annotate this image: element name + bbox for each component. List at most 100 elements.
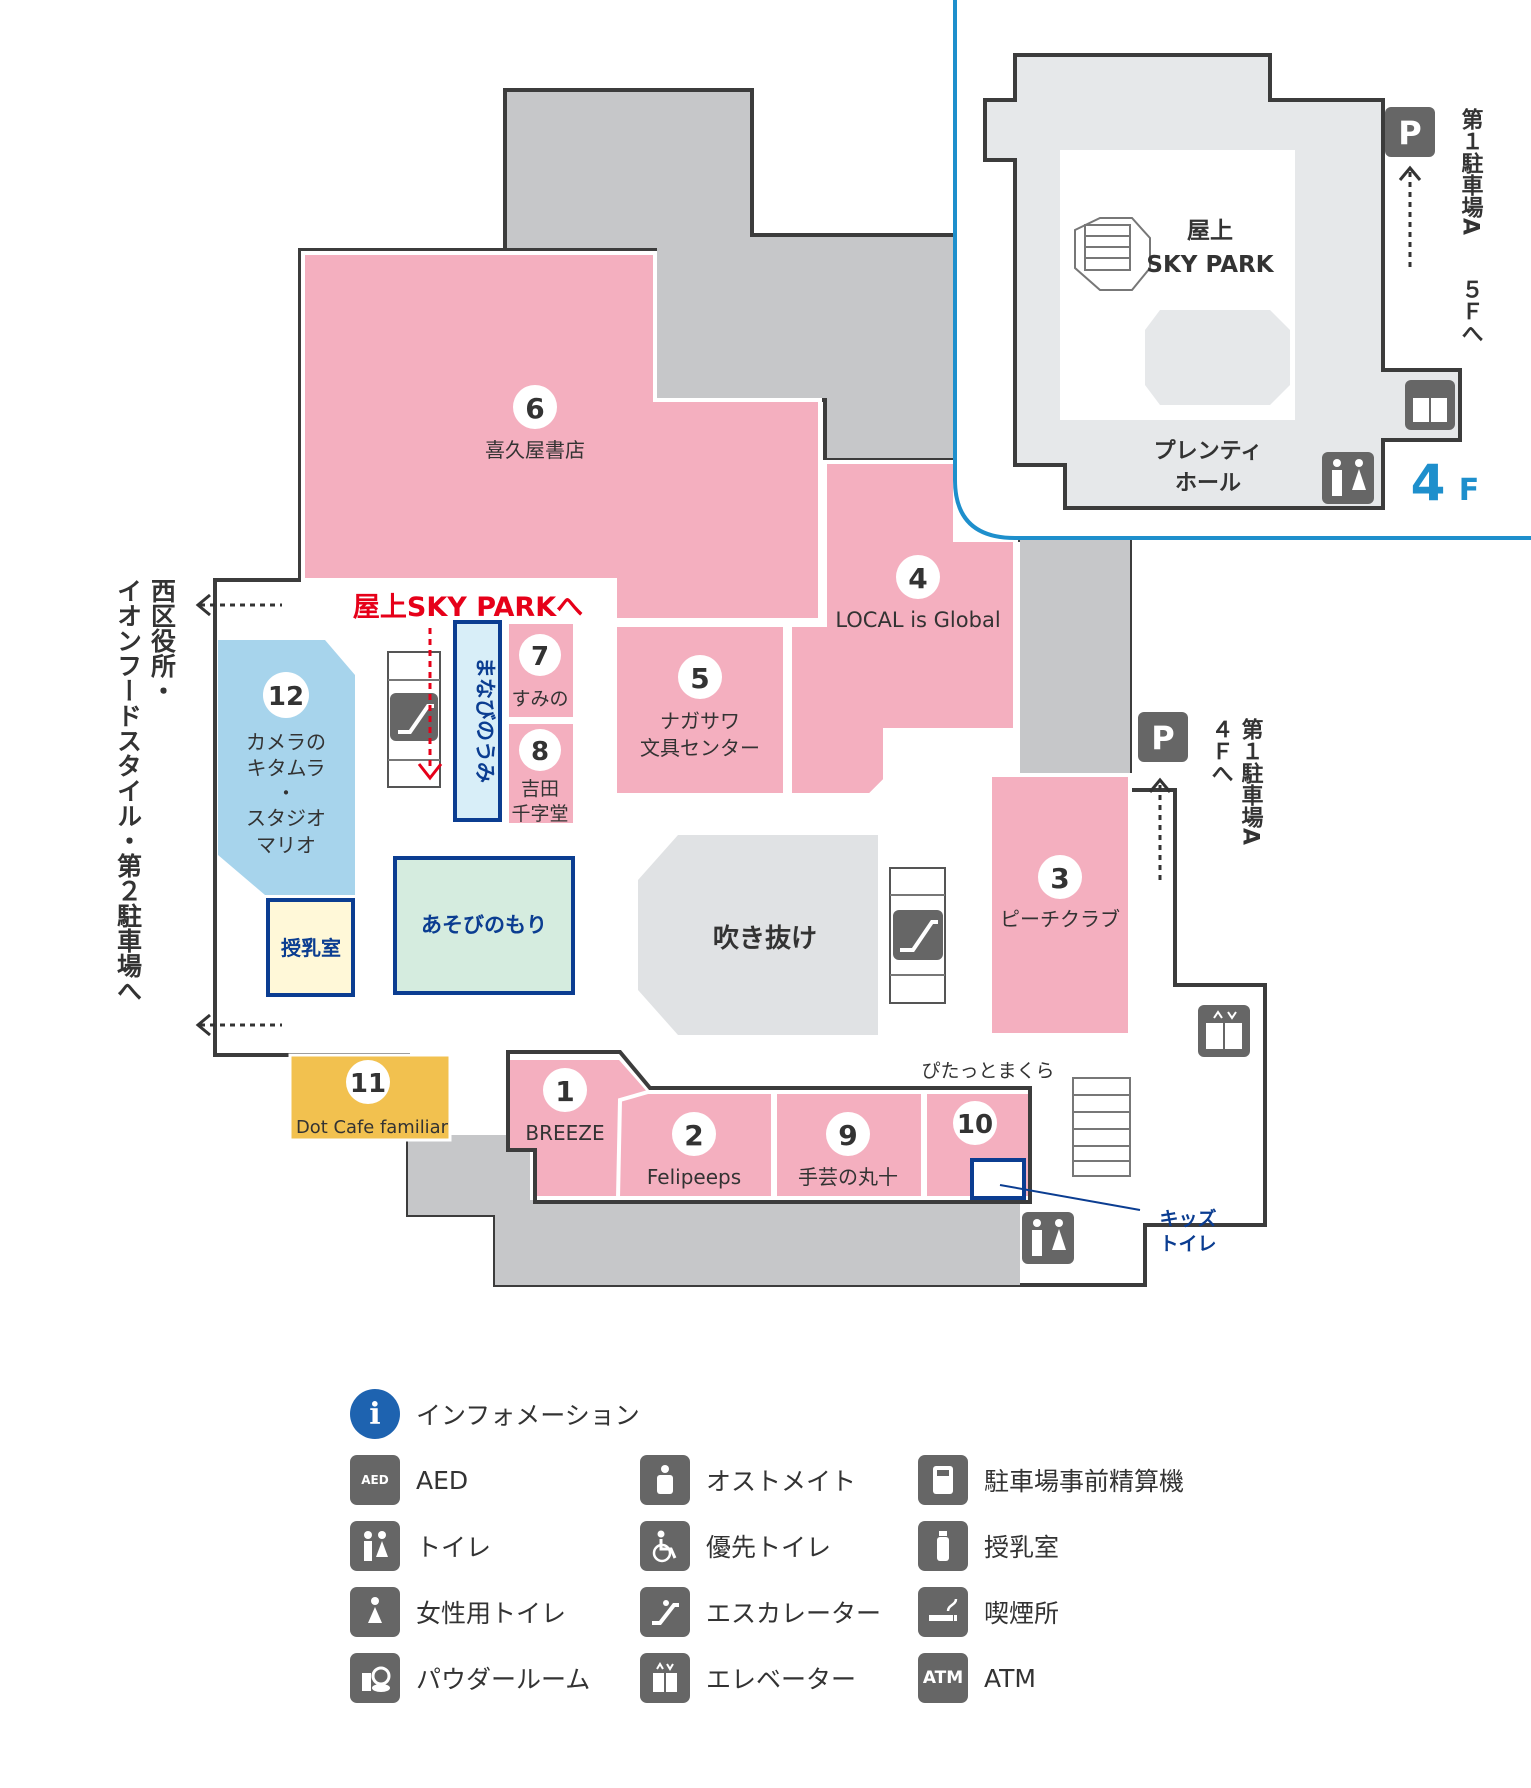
escalator-icon: [640, 1587, 690, 1637]
smoking-area-icon: [918, 1587, 968, 1637]
shop-1-label: 1 BREEZE: [525, 1068, 605, 1145]
svg-text:・: ・: [276, 781, 296, 805]
svg-text:カメラの: カメラの: [246, 730, 326, 754]
floor-suffix: F: [1459, 473, 1480, 508]
legend-item-parking-payment: 駐車場事前精算機: [918, 1454, 1184, 1506]
svg-text:BREEZE: BREEZE: [525, 1121, 604, 1145]
nursing-room-area: [266, 898, 355, 997]
svg-text:すみの: すみの: [511, 688, 568, 710]
atrium-label: 吹き抜け: [713, 924, 817, 954]
svg-text:6: 6: [525, 392, 544, 425]
svg-text:P: P: [1151, 719, 1174, 757]
legend-item-nursing-room: 授乳室: [918, 1520, 1059, 1572]
inset-parking-arrow-head: [1398, 165, 1422, 181]
inset-hall-line2: ホール: [1175, 471, 1241, 496]
legend-item-elevator: エレベーター: [640, 1652, 856, 1704]
powder-room-icon: [350, 1653, 400, 1703]
shop-3-label: 3 ピーチクラブ: [1000, 855, 1120, 931]
legend-item-toilet: トイレ: [350, 1520, 491, 1572]
legend-item-accessible-toilet: 優先トイレ: [640, 1520, 831, 1572]
svg-text:ピーチクラブ: ピーチクラブ: [1000, 907, 1120, 931]
svg-text:2: 2: [684, 1119, 703, 1152]
legend-item-information: i インフォメーション: [350, 1388, 640, 1440]
kids-toilet-area: [970, 1158, 1026, 1200]
parking-4f-direction-a: 第１駐車場A: [1238, 717, 1264, 845]
west-direction-line1: 西区役所・: [148, 578, 177, 703]
shop-1-2-9-10-outline: [506, 1050, 1032, 1204]
svg-text:P: P: [1398, 114, 1421, 152]
toilet-icon: [1022, 1212, 1074, 1264]
legend-item-escalator: エスカレーター: [640, 1586, 881, 1638]
inset-roof-title: 屋上: [1187, 218, 1233, 244]
shop-4-area: [788, 460, 1017, 797]
manabi-area: [453, 620, 502, 822]
inset-elevator-icon: [1405, 380, 1455, 430]
parking-5f-direction-a: 第１駐車場A: [1458, 107, 1484, 235]
nursing-room-label: 授乳室: [281, 936, 341, 960]
nursing-room-icon: [918, 1521, 968, 1571]
info-icon: i: [350, 1389, 400, 1439]
svg-text:LOCAL is Global: LOCAL is Global: [835, 608, 1000, 632]
legend-item-aed: AED AED: [350, 1454, 468, 1506]
legend-item-female-toilet: 女性用トイレ: [350, 1586, 566, 1638]
svg-text:12: 12: [268, 682, 304, 712]
shop-5-area: [613, 623, 787, 797]
svg-text:4: 4: [908, 562, 927, 595]
shop-9-label: 9 手芸の丸十: [798, 1112, 898, 1189]
legend-item-atm: ATM ATM: [918, 1652, 1036, 1704]
inset-plenty-hall-area: [1115, 425, 1300, 505]
shop-6-label: 6 喜久屋書店: [485, 385, 585, 462]
svg-text:3: 3: [1050, 862, 1069, 895]
svg-text:吉田: 吉田: [521, 778, 559, 800]
svg-text:文具センター: 文具センター: [640, 736, 760, 760]
svg-text:9: 9: [838, 1119, 857, 1152]
escalator-center: [889, 867, 946, 1004]
shop-4-label: 4 LOCAL is Global: [835, 555, 1001, 632]
svg-text:11: 11: [350, 1069, 386, 1099]
svg-text:5: 5: [690, 662, 709, 695]
shop-8-label: 8 吉田 千字堂: [511, 729, 569, 825]
shop-11-label: 11 Dot Cafe familiar: [296, 1060, 449, 1138]
svg-text:手芸の丸十: 手芸の丸十: [798, 1165, 898, 1189]
inset-center-block: [1145, 310, 1290, 405]
shop-7-label: 7 すみの: [511, 634, 569, 710]
sky-park-arrow-head: [417, 763, 443, 781]
sky-park-direction: 屋上SKY PARKへ: [353, 592, 583, 623]
legend: i インフォメーション AED AED トイレ 女性用トイレ パウダールーム オ…: [350, 1388, 1280, 1728]
shop-6-area: [301, 251, 822, 622]
svg-text:ナガサワ: ナガサワ: [660, 709, 740, 733]
svg-text:8: 8: [531, 737, 549, 767]
parking-4f-direction-b: ４Ｆへ: [1208, 718, 1234, 784]
shop-2-label: 2 Felipeeps: [647, 1112, 741, 1189]
inset-stairs: [1074, 217, 1151, 291]
atrium-area: [638, 835, 878, 1035]
inset-toilet-icon: [1322, 452, 1374, 504]
female-toilet-icon: [350, 1587, 400, 1637]
floor-map: P P 6 喜久屋書店 4 LOC: [114, 0, 1531, 1287]
svg-text:ぴたっとまくら: ぴたっとまくら: [921, 1060, 1054, 1082]
elevator-icon: [1198, 1005, 1250, 1057]
svg-text:スタジオ: スタジオ: [246, 806, 326, 830]
svg-text:千字堂: 千字堂: [511, 803, 568, 825]
inset-roof-name: SKY PARK: [1146, 252, 1274, 278]
inset-hall-line1: プレンティ: [1154, 439, 1263, 464]
ostomate-icon: [640, 1455, 690, 1505]
parking-payment-icon: [918, 1455, 968, 1505]
parking-5f-direction-b: ５Ｆへ: [1458, 278, 1484, 344]
shop-10-label: 10 ぴたっとまくら: [921, 1060, 1055, 1145]
parking-sign-4f: P: [1138, 712, 1188, 762]
floor-label: 4: [1411, 454, 1446, 512]
atm-icon: ATM: [918, 1653, 968, 1703]
shop-12-label: 12 カメラの キタムラ ・ スタジオ マリオ: [246, 672, 326, 857]
shop-12-area: [218, 640, 355, 895]
west-arrow-top-head: [195, 593, 211, 617]
west-arrow-bottom-head: [195, 1013, 211, 1037]
svg-text:Dot Cafe familiar: Dot Cafe familiar: [296, 1117, 449, 1138]
accessible-toilet-icon: [640, 1521, 690, 1571]
stairs: [1072, 1077, 1131, 1177]
kids-toilet-label-1: キッズ: [1159, 1207, 1216, 1230]
svg-text:1: 1: [555, 1075, 574, 1108]
legend-item-smoking-area: 喫煙所: [918, 1586, 1059, 1638]
inset-parking-sign: P: [1385, 107, 1435, 157]
shop-3-area: [988, 773, 1132, 1037]
